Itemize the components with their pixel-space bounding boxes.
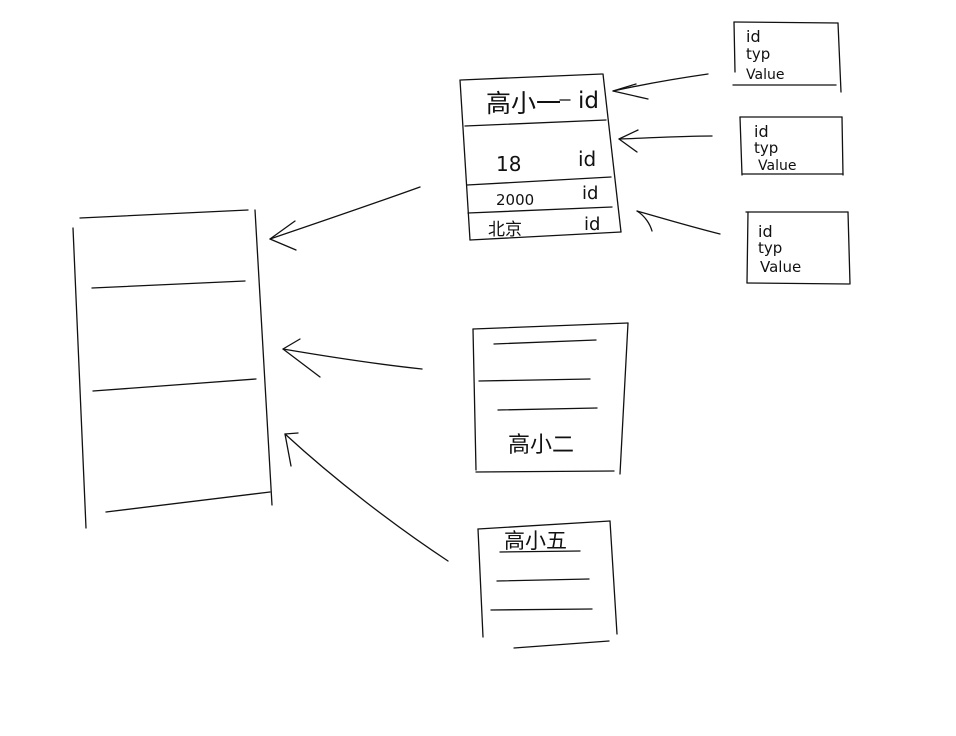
arrow-shaft (284, 433, 449, 562)
record-3-underline (499, 550, 581, 553)
record-2-box: 高小二 (472, 322, 629, 475)
arrow-record-3-to-list (284, 432, 449, 562)
arrow-card-2-to-record-1 (618, 129, 713, 153)
arrow-shaft (282, 348, 423, 370)
record-1-row-value: 2000 (496, 191, 534, 209)
field-card-top-edge (733, 21, 839, 24)
field-card-id: id (758, 222, 773, 241)
field-card-type: typ (758, 239, 782, 257)
record-3-line (496, 578, 590, 582)
record-1-top-edge (460, 73, 603, 81)
field-card-2: id typ Value (739, 116, 844, 176)
record-3-left-edge (477, 528, 484, 638)
record-1-name-label: 高小一 (486, 89, 561, 118)
record-2-right-edge (619, 322, 629, 475)
arrow-shaft (612, 73, 709, 92)
list-right-edge (254, 209, 273, 506)
record-1-divider (464, 119, 607, 127)
list-top-edge (79, 209, 249, 219)
field-card-value: Value (758, 158, 796, 174)
arrow-shaft (636, 210, 721, 235)
record-2-bottom-edge (475, 470, 615, 473)
field-card-left-edge (733, 21, 736, 73)
field-card-right-edge (837, 22, 842, 93)
record-3-bottom-stroke (513, 640, 610, 649)
field-card-right-edge (847, 211, 851, 285)
record-1-right-edge (602, 73, 622, 233)
field-card-type: typ (746, 45, 770, 63)
list-divider (92, 378, 257, 392)
field-card-left-edge (739, 116, 743, 176)
arrow-shaft (618, 135, 713, 140)
arrow-head (618, 129, 639, 153)
record-2-left-edge (472, 328, 477, 471)
field-card-value: Value (746, 67, 784, 83)
field-card-type: typ (754, 139, 778, 157)
list-bottom-edge (105, 491, 271, 513)
arrow-card-1-to-record-1 (612, 73, 709, 100)
record-3-top-edge (477, 520, 611, 530)
field-card-value: Value (760, 258, 801, 276)
arrow-head (612, 83, 649, 100)
record-1-row-tag: id (582, 183, 598, 204)
record-1-left-edge (459, 79, 471, 241)
list-left-edge (72, 227, 87, 529)
arrow-shaft (269, 186, 421, 240)
record-1-box: 高小一 id 18 id 2000 id 北京 id (459, 73, 622, 241)
field-card-3: id typ Value (745, 211, 851, 285)
arrow-card-3-to-record-1 (636, 210, 721, 235)
record-3-name-label: 高小五 (504, 529, 567, 553)
record-3-line (490, 608, 593, 611)
field-card-right-edge (841, 116, 844, 176)
field-card-id: id (754, 122, 769, 141)
record-1-row-value: 18 (496, 152, 521, 176)
arrow-head (284, 432, 299, 467)
list-container (72, 209, 273, 529)
arrow-head (282, 338, 321, 378)
record-2-line (493, 339, 597, 345)
list-divider (91, 280, 246, 289)
record-2-line (478, 378, 591, 382)
record-1-row-tag: id (584, 214, 600, 235)
record-1-divider (467, 206, 613, 214)
record-3-right-edge (609, 520, 618, 635)
field-card-bottom-edge (746, 282, 850, 285)
record-2-top-edge (472, 322, 629, 330)
arrow-record-2-to-list (282, 338, 423, 378)
record-1-divider (466, 176, 612, 186)
record-2-name-label: 高小二 (508, 433, 574, 458)
arrow-head (269, 220, 297, 251)
record-1-row-value: 北京 (488, 220, 522, 240)
record-1-row-tag: id (578, 147, 596, 171)
record-1-bottom-edge (469, 231, 622, 241)
record-3-box: 高小五 (477, 520, 618, 649)
arrow-head (636, 210, 653, 232)
record-1-name-field-tag: id (578, 88, 599, 114)
field-card-id: id (746, 27, 761, 46)
record-2-line (497, 407, 598, 411)
field-card-left-edge (746, 211, 749, 284)
arrow-record-1-to-list (269, 186, 421, 251)
field-card-1: id typ Value (732, 21, 842, 93)
